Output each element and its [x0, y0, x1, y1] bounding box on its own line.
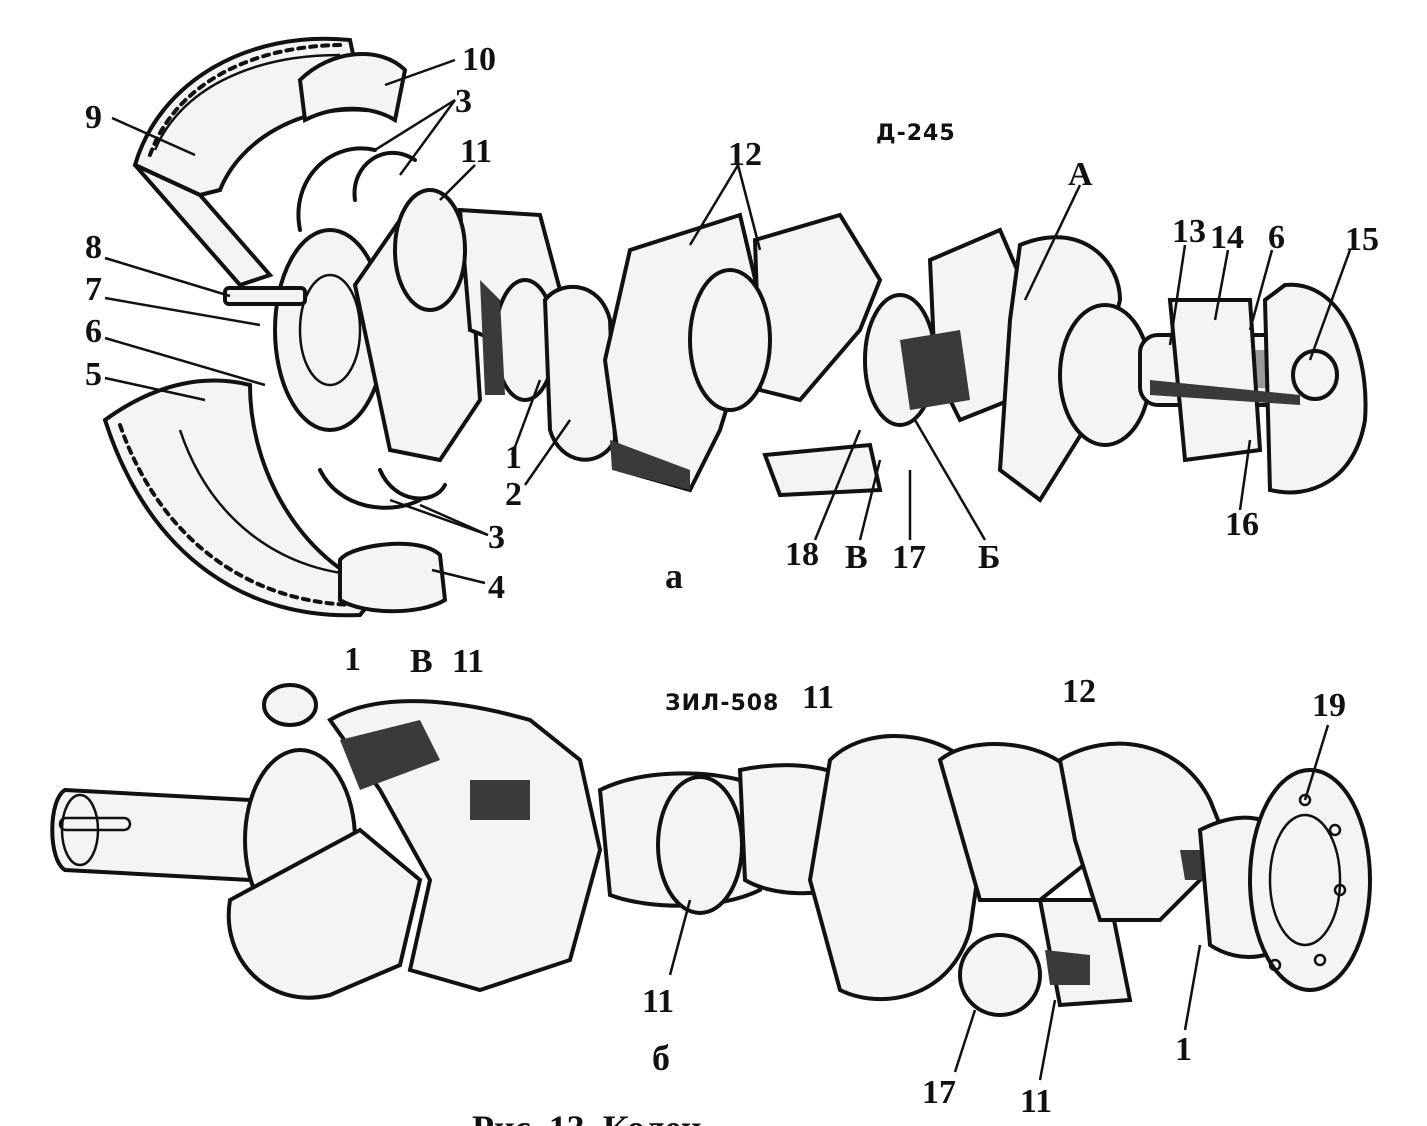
callout-label: 1 [505, 439, 522, 476]
crank-web [752, 212, 883, 403]
callout-label: 3 [455, 83, 472, 120]
callout-label: 12 [1062, 673, 1096, 710]
panel-b-label: б [652, 1038, 670, 1078]
callout-label: 8 [85, 229, 102, 266]
callout-label: А [1068, 156, 1093, 193]
crank-web [226, 827, 423, 1000]
crankshaft-nose [50, 787, 252, 883]
timing-gear [1167, 298, 1263, 463]
callout-label: 6 [85, 313, 102, 350]
callout-label: 1 [1175, 1031, 1192, 1068]
callout-label: 11 [802, 679, 834, 716]
main-journal [1058, 303, 1152, 447]
callout-label: 7 [85, 271, 102, 308]
callout-label: 14 [1210, 219, 1244, 256]
bearing-shell-lower [338, 541, 448, 614]
callout-label: 11 [1020, 1083, 1052, 1120]
callout-label: 11 [452, 643, 484, 680]
panel-b-crankshaft-zil508: 1 В 11 11 12 19 11 17 11 1 ЗИЛ-508 б [50, 641, 1372, 1120]
callout-label: 11 [642, 983, 674, 1020]
callout-label: 19 [1312, 687, 1346, 724]
callout-label: 3 [488, 519, 505, 556]
callout-label: 17 [922, 1074, 956, 1111]
callout-label: 9 [85, 99, 102, 136]
panel-a-label: а [665, 556, 683, 596]
callout-label: 1 [344, 641, 361, 678]
callout-label: В [410, 643, 433, 680]
callout-label: 16 [1225, 506, 1259, 543]
thrust-ring [296, 146, 377, 232]
callout-label: 10 [462, 41, 496, 78]
callout-label: 17 [892, 539, 926, 576]
callout-label: 15 [1345, 221, 1379, 258]
callout-label: 5 [85, 356, 102, 393]
callout-label: В [845, 539, 868, 576]
callout-label: Б [978, 539, 1000, 576]
crank-web [807, 734, 993, 1002]
flywheel-ring-gear-lower [102, 378, 384, 618]
crank-pin [688, 268, 772, 412]
callout-label: 6 [1268, 219, 1285, 256]
thrust-ring [352, 150, 417, 202]
panel-a-crankshaft-d245: 10 3 9 11 12 А 13 14 6 15 8 7 6 5 1 2 18… [85, 36, 1379, 618]
main-journal [393, 188, 467, 312]
thrust-ring [378, 468, 447, 501]
callout-label: 11 [460, 133, 492, 170]
callout-label: 18 [785, 536, 819, 573]
figure-caption: Рис. 13. Колен [472, 1108, 701, 1126]
callout-label: 12 [728, 136, 762, 173]
model-label-zil508: ЗИЛ-508 [665, 691, 779, 716]
crank-web [762, 442, 883, 498]
callout-label: 4 [488, 569, 505, 606]
callout-label: 2 [505, 476, 522, 513]
thrust-ring [318, 468, 422, 510]
model-label-d245: Д-245 [876, 121, 956, 146]
crank-pin [958, 933, 1042, 1017]
flywheel-bolt [223, 286, 307, 306]
bearing-shell-upper [297, 52, 408, 124]
rear-flange [1248, 768, 1372, 992]
oil-plug [262, 683, 318, 727]
callout-label: 13 [1172, 213, 1206, 250]
crank-web [542, 285, 618, 462]
